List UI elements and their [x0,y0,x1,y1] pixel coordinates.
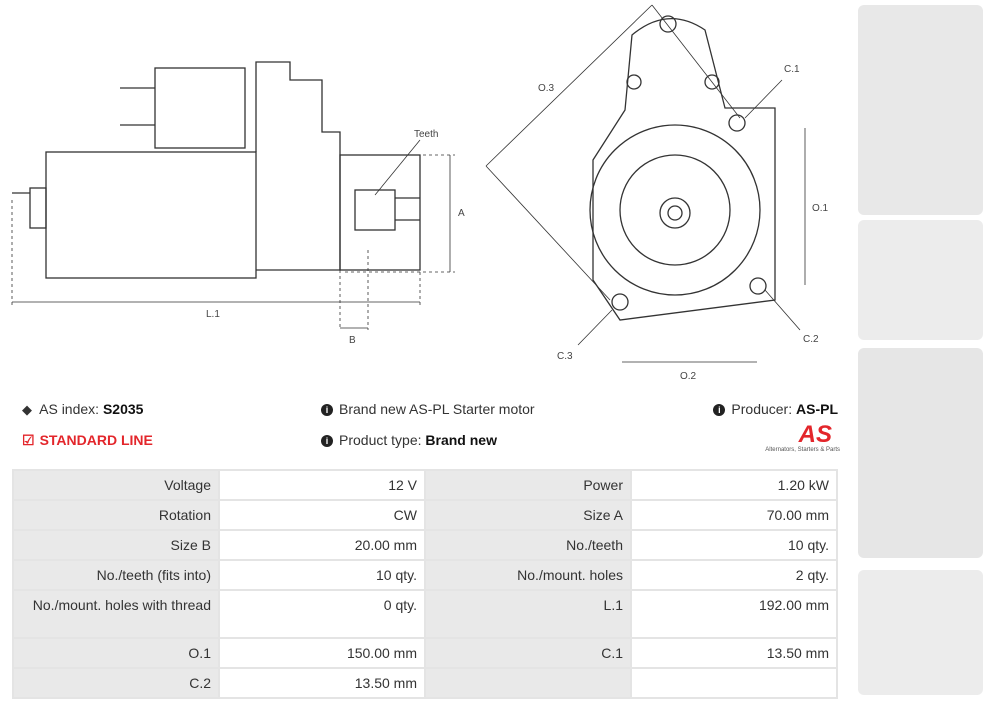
spec-label: C.1 [424,637,632,669]
logo-text: AS [798,421,832,448]
spec-label: No./mount. holes [424,559,632,591]
spec-label [424,667,632,699]
spec-label: O.1 [12,637,220,669]
as-pl-logo: AS Alternators, Starters & Parts [760,421,840,454]
product-type-label: Product type: [339,432,422,448]
dim-c1-label: C.1 [784,64,800,75]
spec-value: 20.00 mm [218,529,426,561]
tags-icon: ◆ [22,402,32,417]
producer-value: AS-PL [796,401,838,417]
spec-row: No./teeth (fits into)10 qty.No./mount. h… [12,559,838,591]
spec-value: 192.00 mm [630,589,838,639]
spec-value: 0 qty. [218,589,426,639]
dim-c3-label: C.3 [557,351,573,362]
spec-label: Power [424,469,632,501]
spec-value: 2 qty. [630,559,838,591]
spec-label: No./teeth [424,529,632,561]
spec-value: 1.20 kW [630,469,838,501]
product-photo-front[interactable] [858,5,983,215]
logo-subtitle: Alternators, Starters & Parts [765,447,840,453]
dim-o1-label: O.1 [812,203,829,214]
spec-label: Rotation [12,499,220,531]
as-index-value: S2035 [102,401,144,417]
dim-o2-label: O.2 [680,371,697,382]
checkbox-icon: ☑ [22,432,35,448]
spec-value [630,667,838,699]
dim-o3-label: O.3 [538,83,555,94]
standard-line-label: STANDARD LINE [39,432,153,448]
dim-c2-label: C.2 [803,334,819,345]
producer-label: Producer: [731,401,793,417]
dim-b-label: B [349,335,356,346]
product-photo-side[interactable] [858,220,983,340]
spec-label: L.1 [424,589,632,639]
spec-value: 10 qty. [630,529,838,561]
info-icon: i [713,404,726,416]
product-type-value: Brand new [425,432,497,448]
spec-value: 10 qty. [218,559,426,591]
product-photo-rear[interactable] [858,348,983,558]
product-photo-angle[interactable] [858,570,983,695]
standard-line-badge: ☑STANDARD LINE [22,432,153,449]
spec-label: C.2 [12,667,220,699]
producer: i Producer: AS-PL [713,401,838,417]
teeth-label: Teeth [414,129,438,140]
spec-label: No./mount. holes with thread [12,589,220,639]
dim-l1-label: L.1 [206,309,220,320]
spec-value: 13.50 mm [218,667,426,699]
as-index-label: AS index: [39,401,100,417]
spec-value: 70.00 mm [630,499,838,531]
spec-value: 12 V [218,469,426,501]
spec-label: Size A [424,499,632,531]
description: i Brand new AS-PL Starter motor [321,401,535,417]
dim-a-label: A [458,208,465,219]
spec-label: Voltage [12,469,220,501]
side-view-drawing: Teeth A B L.1 O.1 O.2 O.3 C.1 C.2 C.3 [11,4,829,382]
spec-value: CW [218,499,426,531]
as-index: ◆ AS index: S2035 [22,401,143,418]
product-type: i Product type: Brand new [321,432,497,448]
spec-value: 13.50 mm [630,637,838,669]
info-icon: i [321,435,333,447]
info-icon: i [321,404,333,416]
spec-value: 150.00 mm [218,637,426,669]
spec-label: Size B [12,529,220,561]
spec-label: No./teeth (fits into) [12,559,220,591]
description-text: Brand new AS-PL Starter motor [339,401,535,417]
